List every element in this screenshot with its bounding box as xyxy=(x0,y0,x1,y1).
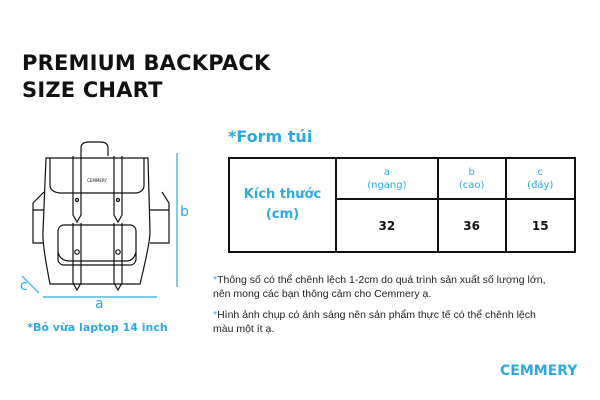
col-key: c xyxy=(537,166,544,178)
note-star: * xyxy=(213,274,218,286)
col-label: (cao) xyxy=(458,179,485,191)
col-key: b xyxy=(468,166,475,178)
top-flap xyxy=(49,158,145,194)
dimension-c-line xyxy=(21,275,40,294)
note-tolerance: *Thông số có thể chênh lệch 1-2cm do quá… xyxy=(213,273,546,301)
dimension-a-label: a xyxy=(95,296,104,312)
value-c: 15 xyxy=(504,198,577,253)
note-line: màu một ít ạ. xyxy=(213,323,275,335)
col-label: (đáy) xyxy=(527,179,554,191)
title-line-2: SIZE CHART xyxy=(22,78,163,102)
buckle xyxy=(74,197,80,203)
value-a: 32 xyxy=(335,198,439,253)
col-header-a: a(ngang) xyxy=(335,157,439,200)
dimension-b-label: b xyxy=(180,204,189,220)
brand-logo: CEMMERY xyxy=(500,363,578,379)
size-table: Kích thước (cm) a(ngang) b(cao) c(đáy) 32… xyxy=(228,157,577,253)
col-key: a xyxy=(383,166,390,178)
front-pocket xyxy=(57,224,137,266)
upper-straps xyxy=(72,156,123,224)
bag-body xyxy=(42,157,151,285)
col-label: (ngang) xyxy=(367,179,407,191)
lower-straps xyxy=(72,223,123,292)
buckle xyxy=(115,249,121,255)
row-header: Kích thước (cm) xyxy=(228,157,337,253)
laptop-note: *Bỏ vừa laptop 14 inch xyxy=(27,321,168,334)
row-unit: (cm) xyxy=(265,207,300,222)
note-line: nên mong các bạn thông cảm cho Cemmery ạ… xyxy=(213,288,432,300)
col-header-c: c(đáy) xyxy=(504,157,577,200)
handle xyxy=(80,141,109,156)
bag-logo: CEMMERY xyxy=(87,178,107,183)
value-b: 36 xyxy=(436,198,507,253)
backpack-illustration: CEMMERY xyxy=(21,141,178,298)
side-pockets xyxy=(32,191,170,244)
note-color: *Hình ảnh chụp có ánh sáng nên sản phẩm … xyxy=(213,308,536,336)
note-line: Hình ảnh chụp có ánh sáng nên sản phẩm t… xyxy=(217,309,536,321)
row-header-label: Kích thước xyxy=(243,187,322,202)
buckle xyxy=(74,249,80,255)
note-line: Thông số có thể chênh lệch 1-2cm do quá … xyxy=(217,274,546,286)
dimension-c-label: c xyxy=(20,278,28,294)
buckle xyxy=(115,197,121,203)
col-header-b: b(cao) xyxy=(436,157,507,200)
front-pocket-flap xyxy=(57,251,137,262)
form-label: *Form túi xyxy=(228,127,313,146)
note-star: * xyxy=(213,309,218,321)
title-line-1: PREMIUM BACKPACK xyxy=(22,51,271,75)
